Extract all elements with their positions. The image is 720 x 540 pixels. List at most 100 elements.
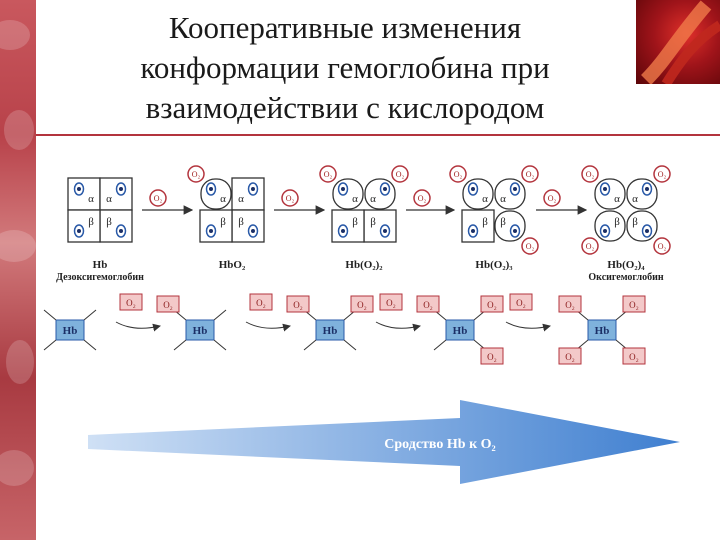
beta-label: β [632, 216, 638, 228]
bond-line [173, 339, 187, 351]
bond-line [433, 339, 447, 351]
oxygen-label: O₂ [586, 242, 595, 251]
incoming-o2-box [379, 293, 403, 311]
title-divider [36, 134, 720, 136]
hb-box [315, 319, 345, 341]
o2-box [416, 295, 440, 313]
oxygen-label: O₂ [658, 242, 667, 251]
beta-label: β [352, 216, 358, 228]
bond-line [83, 339, 97, 351]
oxygen-label: O₂ [192, 170, 201, 179]
heme-iron-icon [513, 187, 517, 191]
stage-sublabel: Дезоксигемоглобин [56, 272, 144, 283]
bond-line [303, 339, 317, 351]
incoming-oxygen-label: O₂ [418, 194, 427, 203]
alpha-label: α [88, 193, 94, 205]
binding-arrow [505, 321, 551, 332]
bond-line [43, 339, 57, 351]
bond-line [343, 339, 357, 351]
subunit-tense [99, 177, 133, 211]
incoming-oxygen-icon [413, 189, 431, 207]
heme-iron-icon [471, 229, 475, 233]
alpha-label: α [238, 193, 244, 205]
subunit-tense [331, 209, 365, 243]
o2-box [622, 295, 646, 313]
bond-line [213, 339, 227, 351]
heme-iron-icon [341, 187, 345, 191]
beta-label: β [220, 216, 226, 228]
o2-box-label: O₂ [565, 300, 575, 310]
heme-iron-icon [383, 229, 387, 233]
heme-iron-icon [603, 187, 607, 191]
subunit-relaxed [332, 178, 364, 210]
beta-label: β [106, 216, 112, 228]
o2-box-label: O₂ [629, 352, 639, 362]
hb-schematic-0: HbO₂ [43, 293, 161, 351]
oxygen-label: O₂ [396, 170, 405, 179]
decorative-flower-strip [0, 0, 36, 540]
heme-iron-icon [645, 187, 649, 191]
incoming-o2-label: O₂ [516, 298, 526, 308]
o2-box [156, 295, 180, 313]
oxygen-icon [653, 165, 671, 183]
heme-iron-icon [251, 187, 255, 191]
subunit-tense [199, 209, 233, 243]
bond-line [213, 309, 227, 321]
subunit-tense [363, 209, 397, 243]
hb-label: Hb [323, 325, 338, 337]
alpha-label: α [220, 193, 226, 205]
heme-iron-icon [251, 229, 255, 233]
o2-box-label: O₂ [487, 300, 497, 310]
incoming-oxygen-label: O₂ [548, 194, 557, 203]
heme-iron-icon [119, 187, 123, 191]
oxygen-label: O₂ [586, 170, 595, 179]
o2-box [480, 295, 504, 313]
incoming-oxygen-icon [543, 189, 561, 207]
oxygen-icon [319, 165, 337, 183]
oxygen-label: O₂ [526, 242, 535, 251]
o2-box-label: O₂ [565, 352, 575, 362]
incoming-o2-box [119, 293, 143, 311]
o2-box-label: O₂ [293, 300, 303, 310]
hb-box [55, 319, 85, 341]
oxygen-icon [521, 165, 539, 183]
bond-line [43, 309, 57, 321]
hb-label: Hb [595, 325, 610, 337]
incoming-o2-label: O₂ [126, 298, 136, 308]
hb-box [587, 319, 617, 341]
oxygen-icon [391, 165, 409, 183]
heme-iron-icon [383, 187, 387, 191]
oxygen-icon [581, 237, 599, 255]
subunit-tense [67, 209, 101, 243]
title-line-3: взаимодействии с кислородом [145, 90, 545, 125]
title-line-2: конформации гемоглобина при [140, 50, 550, 85]
incoming-oxygen-icon [281, 189, 299, 207]
subunit-relaxed [594, 210, 626, 242]
o2-box-label: O₂ [163, 300, 173, 310]
o2-box [350, 295, 374, 313]
o2-box [558, 295, 582, 313]
binding-arrow [375, 321, 421, 332]
subunit-relaxed [462, 178, 494, 210]
heme-iron-icon [645, 229, 649, 233]
beta-label: β [482, 216, 488, 228]
alpha-label: α [370, 193, 376, 205]
incoming-o2-label: O₂ [256, 298, 266, 308]
subunit-relaxed [200, 178, 232, 210]
incoming-o2-box [509, 293, 533, 311]
stage-label: Hb(O₂)₃ [475, 259, 513, 271]
heme-iron-icon [603, 229, 607, 233]
alpha-label: α [632, 193, 638, 205]
stage-sublabel: Оксигемоглобин [588, 272, 663, 283]
beta-label: β [370, 216, 376, 228]
o2-box-label: O₂ [487, 352, 497, 362]
hb-box [445, 319, 475, 341]
oxygen-icon [653, 237, 671, 255]
alpha-label: α [614, 193, 620, 205]
